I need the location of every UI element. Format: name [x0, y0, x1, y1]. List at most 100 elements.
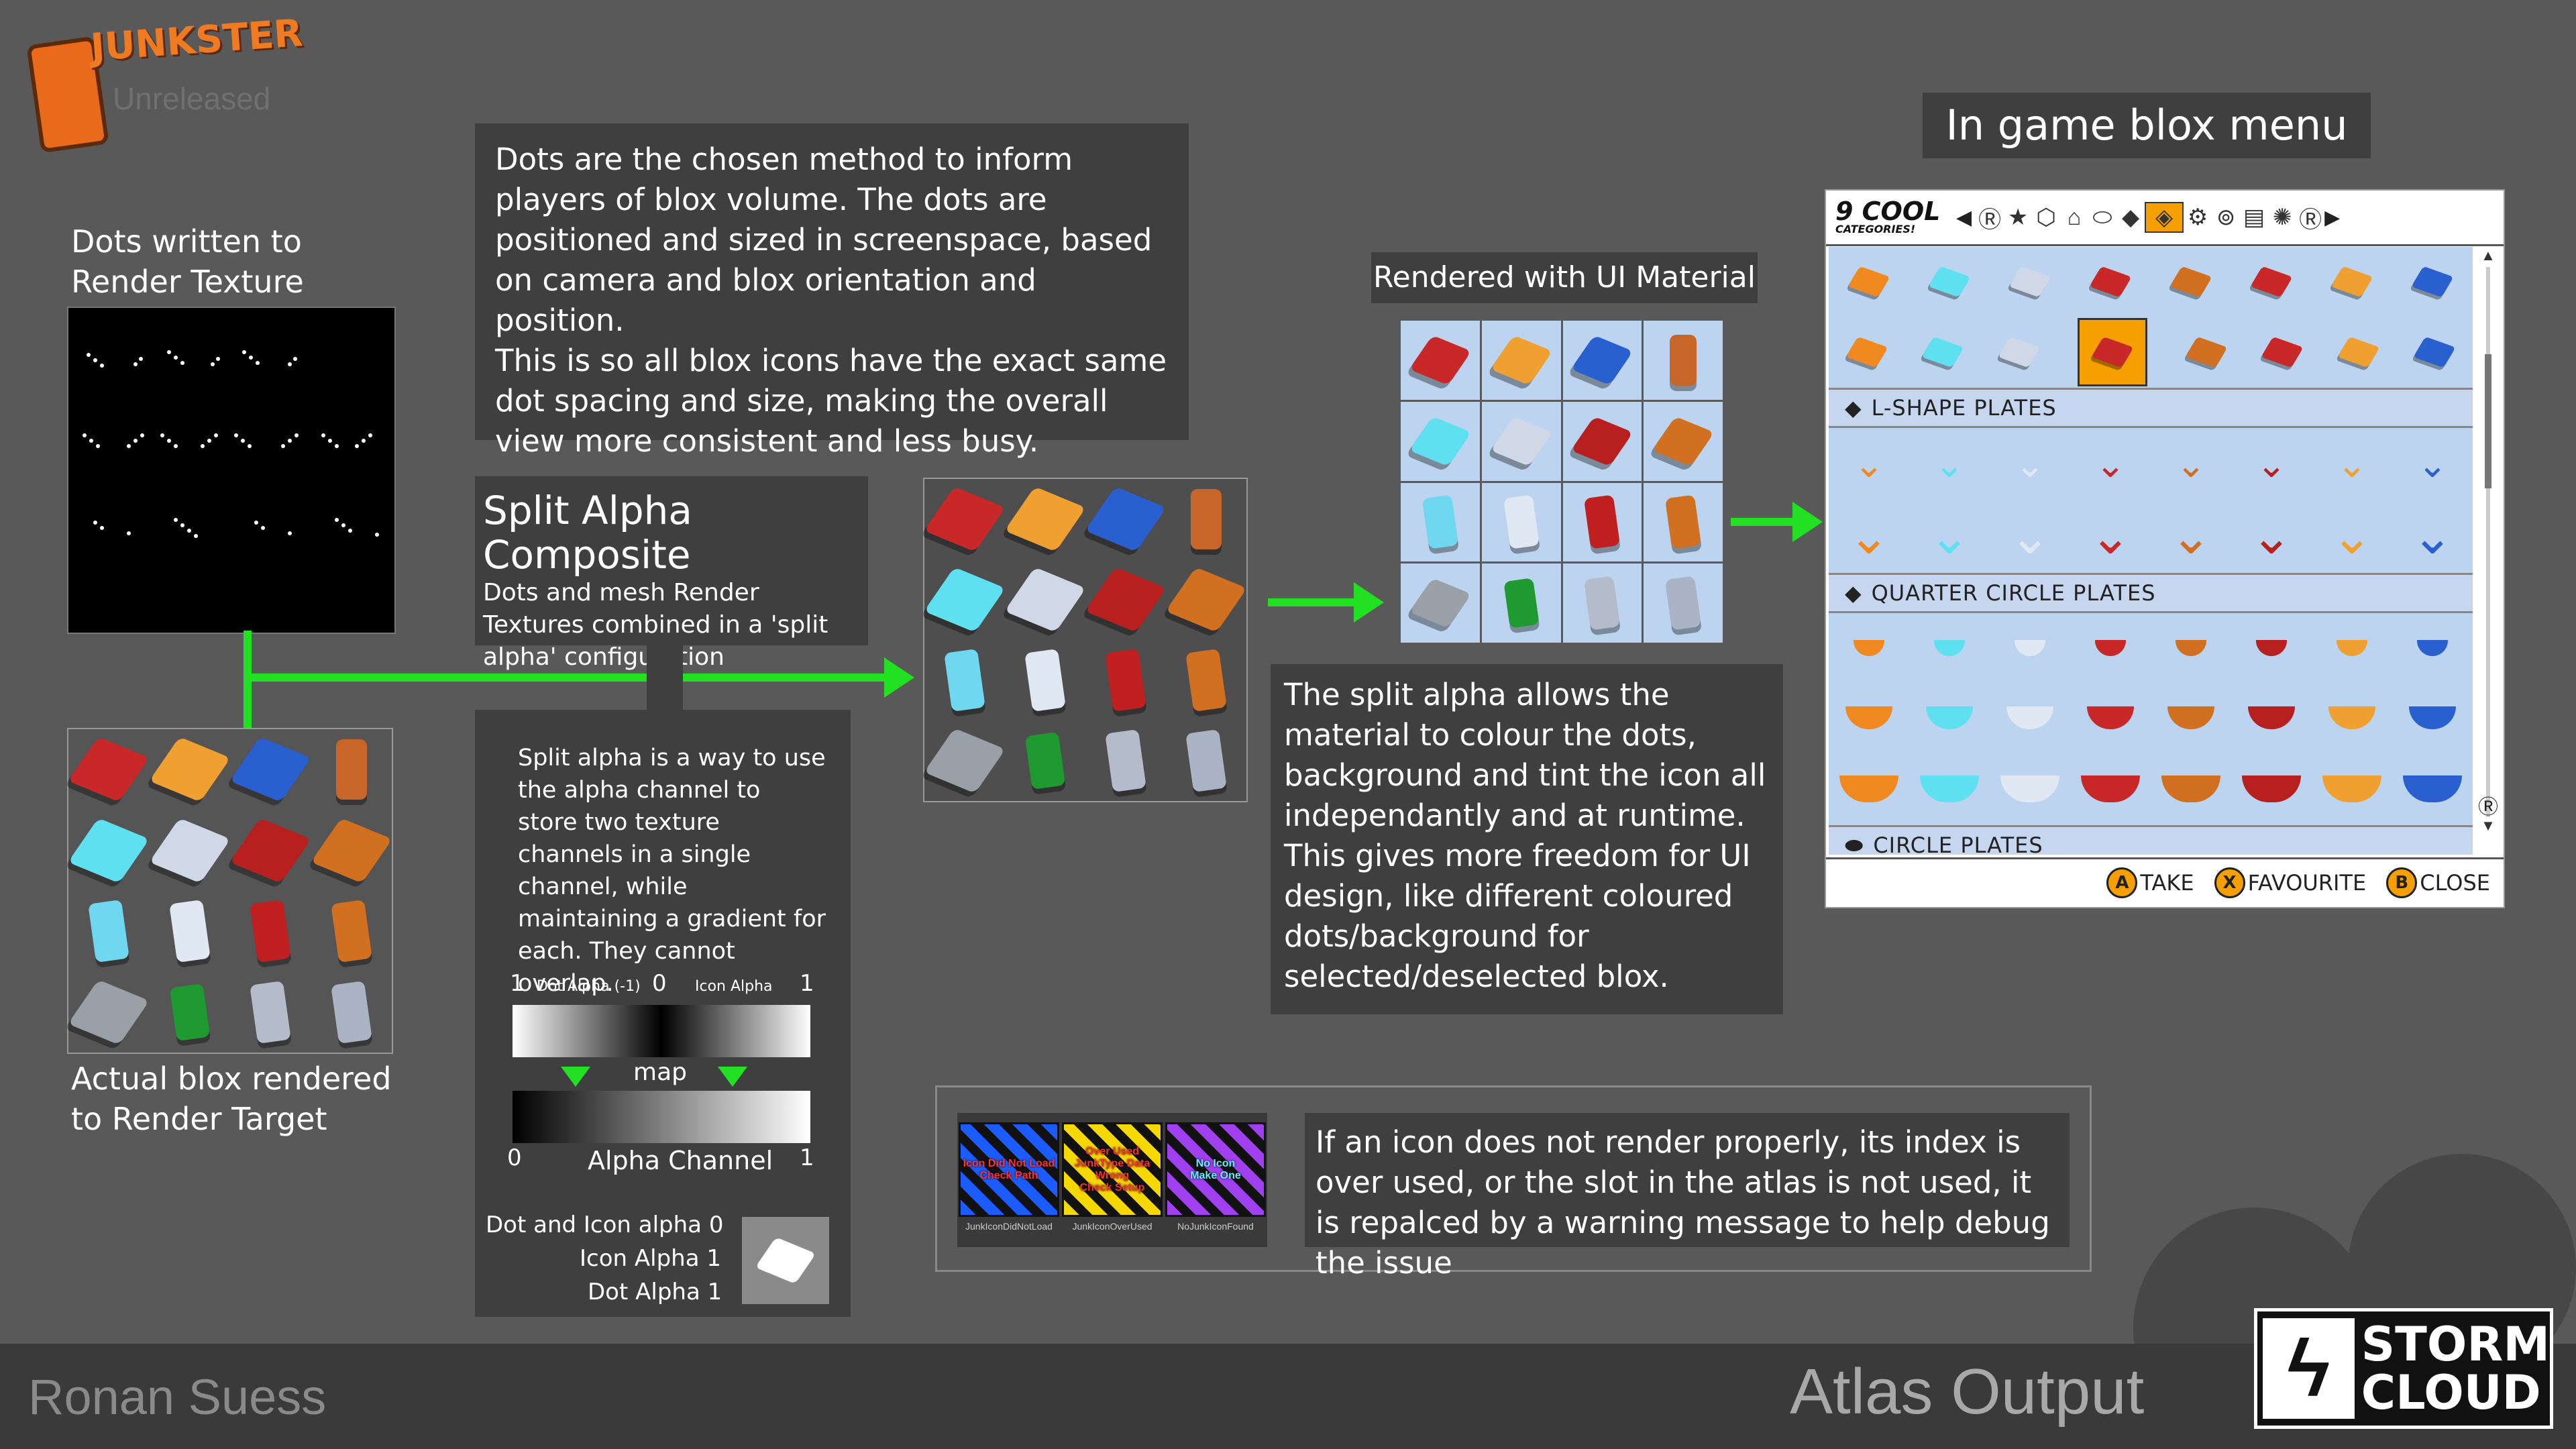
list-item[interactable]: [2248, 706, 2295, 729]
list-item[interactable]: ⌄: [2250, 508, 2292, 564]
blox-red-plank: [1085, 567, 1167, 633]
legend-item: Dot Alpha 1: [588, 1279, 722, 1305]
list-item[interactable]: [2185, 336, 2228, 368]
list-item[interactable]: [2328, 706, 2375, 729]
stairs-icon[interactable]: ⌂: [2067, 204, 2082, 230]
legend-item: Icon Alpha 1: [580, 1245, 721, 1272]
tab-prev-arrow-icon[interactable]: ◀: [1956, 206, 1972, 229]
warning-tile-no-icon: No Icon Make One: [1165, 1122, 1266, 1217]
list-item[interactable]: [1854, 640, 1884, 656]
list-item[interactable]: [2330, 266, 2373, 298]
dots-render-texture: [67, 307, 396, 634]
blox-red-window: [1105, 648, 1146, 712]
list-item[interactable]: [1928, 266, 1971, 298]
list-item[interactable]: [2015, 640, 2045, 656]
split-alpha-explain-panel: Split alpha is a way to use the alpha ch…: [475, 710, 851, 1317]
machine-icon[interactable]: ⊚: [2216, 205, 2236, 230]
spikes-icon[interactable]: ✺: [2272, 205, 2292, 230]
r-button-icon[interactable]: Ⓡ: [2478, 796, 2498, 818]
scrollbar[interactable]: ▲ Ⓡ ▼: [2478, 247, 2498, 855]
icon-alpha-label: Icon Alpha: [695, 978, 773, 995]
blox-metal-window: [1185, 729, 1227, 793]
gears-icon[interactable]: ⚙: [2187, 205, 2208, 230]
list-item[interactable]: ⌄: [2330, 508, 2373, 564]
blox-metal-window: [1665, 576, 1702, 631]
list-item[interactable]: [2261, 336, 2304, 368]
list-item[interactable]: [2403, 775, 2462, 802]
list-item[interactable]: ⌄: [2015, 444, 2045, 485]
warnings-description: If an icon does not render properly, its…: [1316, 1124, 2050, 1281]
list-item[interactable]: [2176, 640, 2206, 656]
blox-glass-plate: [68, 818, 150, 883]
tab-next-arrow-icon[interactable]: ▶: [2324, 206, 2341, 229]
list-item[interactable]: [2008, 266, 2051, 298]
list-item[interactable]: [1845, 706, 1892, 729]
split-gradient-bar: [513, 1005, 810, 1057]
list-item[interactable]: [2161, 775, 2220, 802]
list-item[interactable]: [2089, 266, 2132, 298]
list-item[interactable]: ⌄: [2337, 444, 2367, 485]
list-item[interactable]: ⌄: [2411, 508, 2453, 564]
clapper-icon[interactable]: ▤: [2243, 205, 2265, 230]
list-item[interactable]: [1921, 336, 1964, 368]
list-item[interactable]: [2242, 775, 2301, 802]
list-item[interactable]: ⌄: [2417, 444, 2448, 485]
list-item[interactable]: [1839, 775, 1898, 802]
logo-text: JUNKSTER: [89, 11, 305, 70]
b-button-icon: B: [2386, 867, 2418, 898]
list-item[interactable]: ⌄: [1934, 444, 1965, 485]
list-item[interactable]: [2167, 706, 2214, 729]
blox-menu[interactable]: 9 COOL CATEGORIES! ◀ Ⓡ ★ ⬡ ⌂ ⬭ ◆ ◈ ⚙ ⊚ ▤…: [1825, 189, 2505, 908]
blox-white-plate: [1004, 567, 1086, 633]
list-item-selected[interactable]: [2078, 318, 2148, 386]
list-item[interactable]: [1934, 640, 1965, 656]
list-item[interactable]: [1998, 336, 2041, 368]
list-item[interactable]: ⌄: [2176, 444, 2206, 485]
r-button-icon[interactable]: Ⓡ: [2299, 207, 2322, 233]
list-item[interactable]: [2322, 775, 2381, 802]
cylinder-icon[interactable]: ⬭: [2092, 204, 2112, 230]
plate-icon[interactable]: ◆: [2122, 205, 2140, 230]
studio-name-line2: CLOUD: [2361, 1365, 2541, 1420]
list-item[interactable]: [2006, 706, 2053, 729]
scroll-thumb[interactable]: [2485, 354, 2491, 488]
list-item[interactable]: [2081, 775, 2140, 802]
list-item[interactable]: [2000, 775, 2059, 802]
list-item[interactable]: [1920, 775, 1979, 802]
list-item[interactable]: [2411, 266, 2454, 298]
list-item[interactable]: [2250, 266, 2293, 298]
list-item[interactable]: ⌄: [2256, 444, 2287, 485]
list-item[interactable]: [2413, 336, 2456, 368]
list-item[interactable]: [2337, 336, 2380, 368]
selected-tab-icon[interactable]: ◈: [2145, 202, 2184, 233]
storm-cloud-logo: ϟ STORM CLOUD: [2254, 1308, 2553, 1429]
scroll-up-arrow-icon[interactable]: ▲: [2481, 247, 2496, 264]
star-icon[interactable]: ★: [2007, 205, 2029, 230]
list-item[interactable]: ⌄: [1854, 444, 1884, 485]
list-item[interactable]: ⌄: [1928, 508, 1970, 564]
list-item[interactable]: [2409, 706, 2456, 729]
scroll-track[interactable]: [2486, 267, 2490, 817]
list-item[interactable]: ⌄: [2089, 508, 2131, 564]
list-item[interactable]: [1845, 336, 1888, 368]
list-item[interactable]: [2095, 640, 2126, 656]
list-item[interactable]: [1926, 706, 1973, 729]
list-item[interactable]: [2087, 706, 2134, 729]
scroll-down-arrow-icon[interactable]: ▼: [2481, 817, 2496, 834]
cube-icon[interactable]: ⬡: [2036, 205, 2056, 230]
studio-name-line1: STORM: [2361, 1317, 2550, 1372]
list-item[interactable]: [1847, 266, 1890, 298]
list-item[interactable]: [2417, 640, 2448, 656]
blox-wood-plank: [310, 818, 392, 883]
list-item[interactable]: [2256, 640, 2287, 656]
list-item[interactable]: [2169, 266, 2212, 298]
list-item[interactable]: ⌄: [2008, 508, 2051, 564]
list-item[interactable]: ⌄: [2169, 508, 2212, 564]
list-item[interactable]: ⌄: [1847, 508, 1890, 564]
list-item[interactable]: [2337, 640, 2367, 656]
list-item[interactable]: ⌄: [2095, 444, 2126, 485]
r-button-icon[interactable]: Ⓡ: [1978, 207, 2002, 233]
